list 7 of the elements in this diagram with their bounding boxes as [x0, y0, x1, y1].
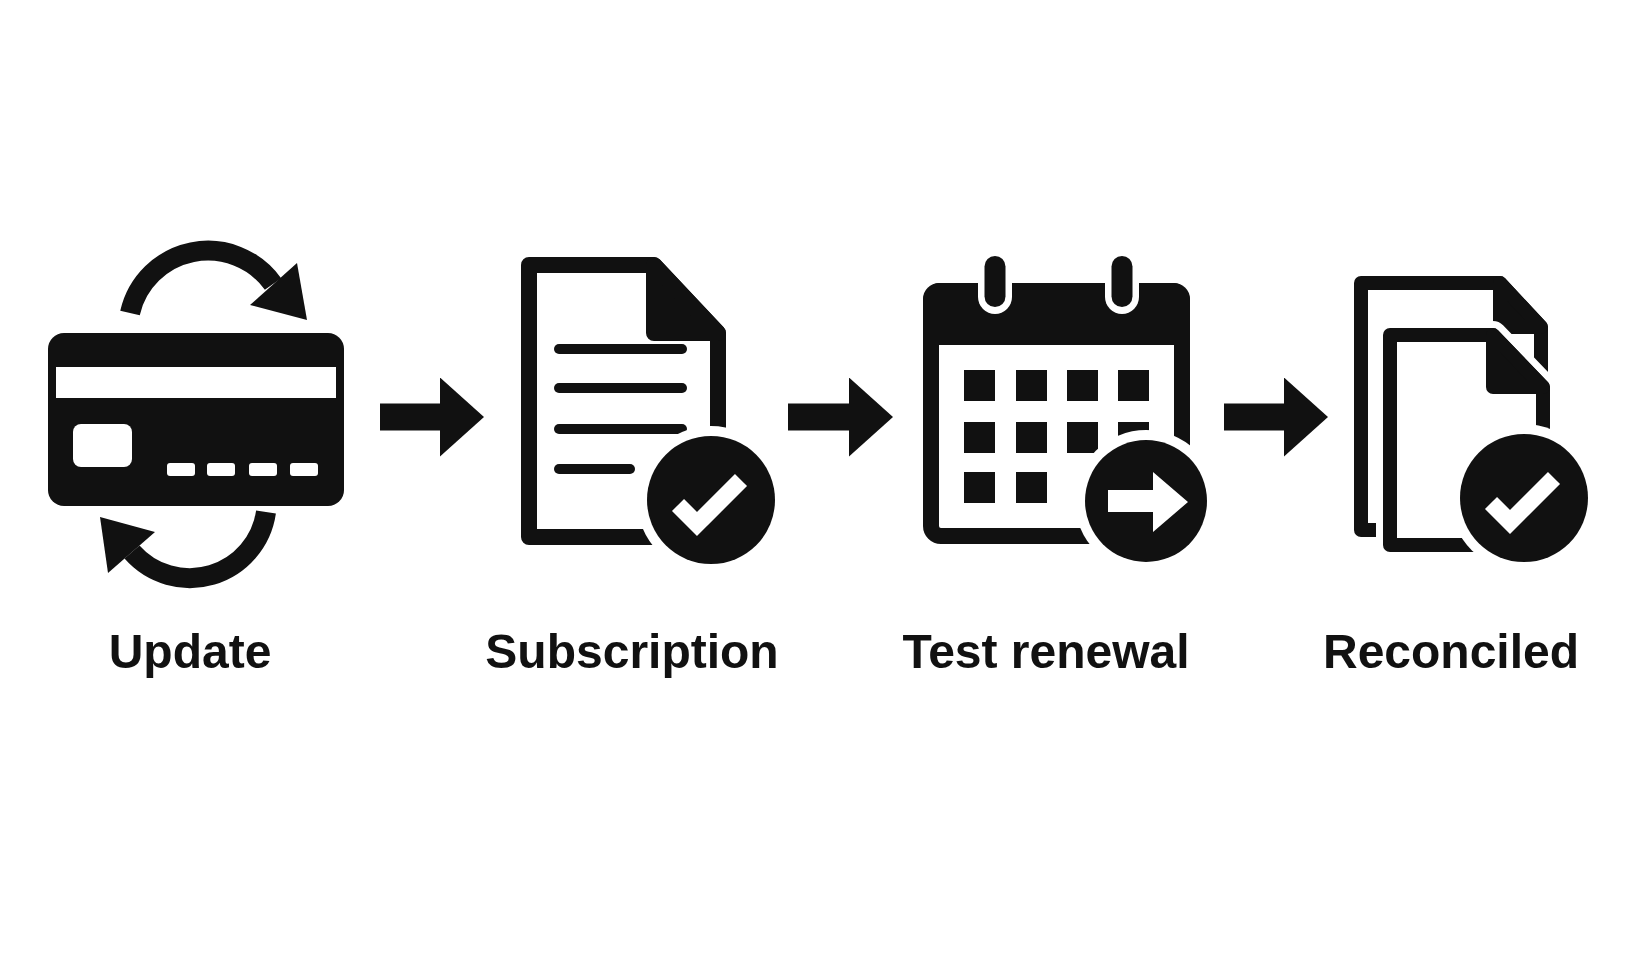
- step-label: Test renewal: [902, 625, 1190, 679]
- arrow: [1224, 377, 1328, 457]
- step-label: Update: [108, 625, 272, 679]
- step-label: Subscription: [485, 625, 779, 679]
- arrow: [380, 377, 484, 457]
- arrow: [788, 377, 893, 457]
- step-label: Reconciled: [1322, 625, 1580, 679]
